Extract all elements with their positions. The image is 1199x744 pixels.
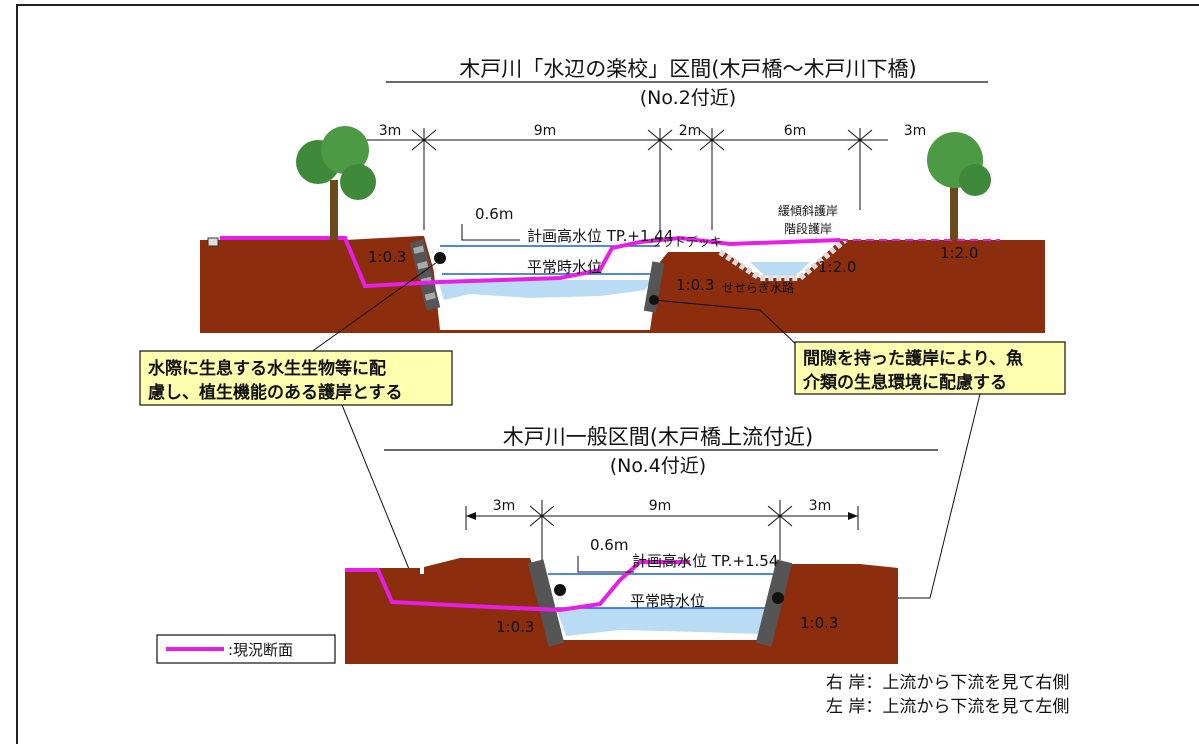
top-existing-section xyxy=(220,235,841,289)
bottom-dim-3m-left: 3m xyxy=(493,498,516,514)
bottom-right-revetment xyxy=(755,559,793,647)
top-title: 木戸川「水辺の楽校」区間(木戸橋〜木戸川下橋) xyxy=(459,57,916,81)
bottom-left-marker xyxy=(420,566,424,574)
top-normal-water: 平常時水位 xyxy=(527,258,602,276)
legend-label: :現況断面 xyxy=(228,641,293,659)
bottom-title: 木戸川一般区間(木戸橋上流付近) xyxy=(503,425,813,449)
top-left-tree-icon xyxy=(296,126,376,240)
top-dim-6m: 6m xyxy=(784,123,807,139)
top-dim-9m: 9m xyxy=(534,123,557,139)
legend: :現況断面 xyxy=(156,634,336,664)
stepped-revetment-label: 階段護岸 xyxy=(784,221,832,236)
seseragi-water xyxy=(750,262,810,276)
top-ground xyxy=(200,236,1045,333)
top-right-tree-icon xyxy=(927,132,991,240)
bottom-dimension-line xyxy=(465,500,859,560)
wood-deck-label: ウッドデッキ xyxy=(650,234,722,249)
top-freeboard: 0.6m xyxy=(475,205,513,223)
top-dim-2m: 2m xyxy=(679,123,702,139)
top-subtitle: (No.2付近) xyxy=(640,87,736,109)
bottom-water xyxy=(556,608,768,636)
right-callout-line2: 介類の生息環境に配慮する xyxy=(802,372,1007,393)
bottom-left-revetment xyxy=(527,559,566,647)
left-callout: 水際に生息する水生生物等に配 慮し、植生機能のある護岸とする xyxy=(139,350,453,406)
left-callout-line2: 慮し、植生機能のある護岸とする xyxy=(148,382,403,403)
bottom-slope-left: 1:0.3 xyxy=(496,618,534,636)
bottom-slope-right: 1:0.3 xyxy=(800,614,838,632)
top-water xyxy=(438,280,652,300)
seseragi-label: せせらぎ水路 xyxy=(722,280,794,295)
gentle-slope-label: 緩傾斜護岸 xyxy=(778,203,838,218)
bottom-plan-high-water: 計画高水位 TP.+1.54 xyxy=(632,552,778,570)
top-slope-left: 1:0.3 xyxy=(368,248,406,266)
bottom-freeboard-leader xyxy=(577,556,634,573)
top-left-revetment xyxy=(409,239,446,311)
figure-frame xyxy=(16,4,1199,744)
bottom-existing-section xyxy=(345,560,690,613)
top-freeboard-leader xyxy=(461,224,520,241)
bottom-dim-9m: 9m xyxy=(649,498,672,514)
note-right-bank: 右 岸：上流から下流を見て右側 xyxy=(826,673,1069,693)
top-slope-channel: 1:2.0 xyxy=(818,258,856,276)
top-dimension-line xyxy=(358,128,888,230)
bottom-ground xyxy=(345,558,898,664)
left-callout-line1: 水際に生息する水生生物等に配 xyxy=(148,358,386,379)
bottom-dim-3m-right: 3m xyxy=(809,498,832,514)
right-callout: 間隙を持った護岸により、魚 介類の生息環境に配慮する xyxy=(794,341,1066,395)
top-left-marker xyxy=(207,237,219,247)
right-callout-line1: 間隙を持った護岸により、魚 xyxy=(803,348,1023,369)
top-dim-3m-left: 3m xyxy=(379,123,402,139)
top-dim-3m-right: 3m xyxy=(904,123,927,139)
top-slope-right: 1:0.3 xyxy=(676,276,714,294)
bottom-freeboard: 0.6m xyxy=(590,536,628,554)
stepped-revetment-shape xyxy=(718,237,847,281)
bottom-normal-water: 平常時水位 xyxy=(630,592,705,610)
note-left-bank: 左 岸：上流から下流を見て左側 xyxy=(826,697,1069,717)
bottom-subtitle: (No.4付近) xyxy=(610,455,706,477)
top-plan-high-water: 計画高水位 TP.+1.44 xyxy=(527,227,673,245)
top-slope-far: 1:2.0 xyxy=(940,244,978,262)
